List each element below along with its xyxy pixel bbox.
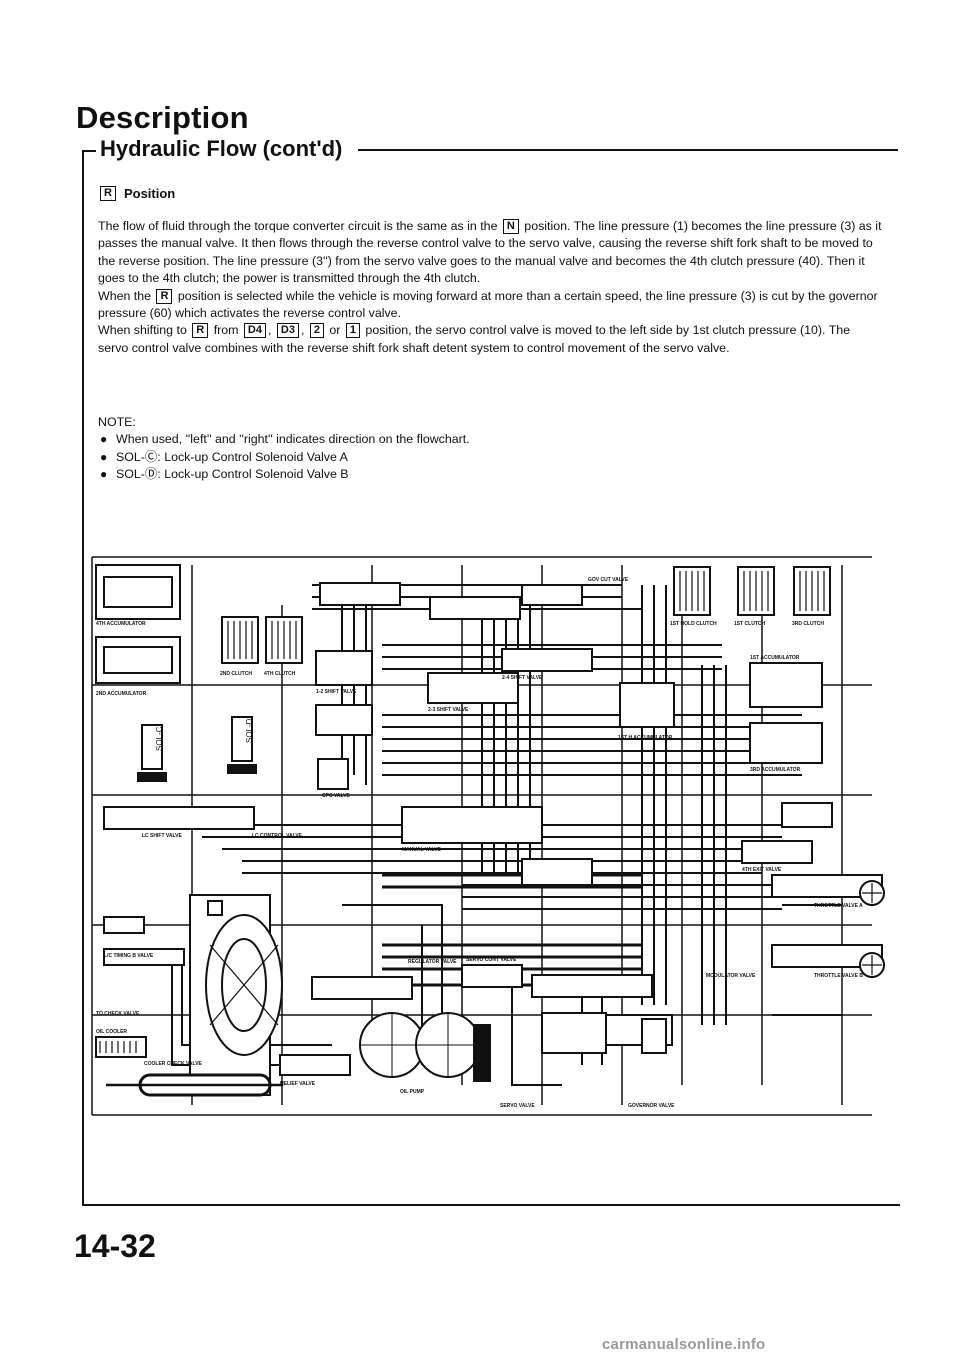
label-cooler-check-valve: COOLER CHECK VALVE xyxy=(144,1061,203,1067)
paragraph-1: The flow of fluid through the torque con… xyxy=(98,218,882,288)
solenoid-valves: SOL-C SOL-D xyxy=(137,716,257,782)
label-oil-pump: OIL PUMP xyxy=(400,1089,425,1095)
solenoid-d-label: SOL-D xyxy=(245,718,254,743)
label-regulator-valve: REGULATOR VALVE xyxy=(408,959,457,965)
text-run: The flow of fluid through the torque con… xyxy=(98,219,501,233)
note-item: When used, ''left'' and ''right'' indica… xyxy=(98,431,882,448)
oil-pump xyxy=(359,1012,481,1078)
section-subheading: Hydraulic Flow (cont'd) xyxy=(100,136,343,161)
shift-key-r-icon: R xyxy=(192,323,209,339)
section-rule-right xyxy=(358,149,898,151)
servo-and-governor xyxy=(473,880,885,1082)
watermark: carmanualsonline.info xyxy=(602,1336,766,1353)
text-run: or xyxy=(325,323,344,338)
label-modulator-valve: MODULATOR VALVE xyxy=(706,973,756,979)
section-rule-left xyxy=(82,150,96,152)
accumulators-clutches xyxy=(95,564,831,764)
label-governor-valve: GOVERNOR VALVE xyxy=(628,1103,675,1109)
text-run: from xyxy=(210,323,242,338)
shift-key-1-icon: 1 xyxy=(345,323,360,339)
page-bottom-rule xyxy=(82,1204,900,1206)
paragraph-3: When shifting to R from D4, D3, 2 or 1 p… xyxy=(98,322,882,357)
shift-key-r-icon: R xyxy=(156,288,173,304)
label-servo-valve: SERVO VALVE xyxy=(500,1103,535,1109)
page-heading: Description xyxy=(76,100,249,135)
label-4th-clutch: 4TH CLUTCH xyxy=(264,671,296,677)
label-3rd-accumulator: 3RD ACCUMULATOR xyxy=(750,767,801,773)
label-2-4-shift-valve: 2-4 SHIFT VALVE xyxy=(502,675,543,681)
label-1st-accumulator: 1ST ACCUMULATOR xyxy=(750,655,800,661)
label-lc-timing-valve: L/C TIMING B VALVE xyxy=(104,953,154,959)
label-4th-exit-valve: 4TH EXIT VALVE xyxy=(742,867,782,873)
description-body: The flow of fluid through the torque con… xyxy=(98,218,882,357)
label-1st-hold-clutch: 1ST HOLD CLUTCH xyxy=(670,621,717,627)
text-run: , xyxy=(300,323,308,338)
label-2-3-shift-valve: 2-3 SHIFT VALVE xyxy=(428,707,469,713)
label-oil-cooler: OIL COOLER xyxy=(96,1029,127,1035)
label-1st-h-accumulator: 1ST H ACCUMULATOR xyxy=(618,735,673,741)
torque-converter xyxy=(189,894,283,1096)
text-run: position. The line pressure (1) becomes … xyxy=(98,219,882,286)
label-manual-valve: MANUAL VALVE xyxy=(402,847,442,853)
position-title-label: Position xyxy=(123,186,176,201)
label-lc-shift-valve: LC SHIFT VALVE xyxy=(142,833,182,839)
solenoid-c-label: SOL-C xyxy=(155,726,164,751)
label-1st-clutch: 1ST CLUTCH xyxy=(734,621,766,627)
note-item: SOL-Ⓓ: Lock-up Control Solenoid Valve B xyxy=(98,466,882,483)
hydraulic-flow-diagram: SOL-C SOL-D 4TH ACCUMULATOR 2ND ACCUMULA… xyxy=(91,556,885,1116)
label-3rd-clutch: 3RD CLUTCH xyxy=(792,621,824,627)
note-label: NOTE: xyxy=(98,415,136,429)
page-number: 14-32 xyxy=(74,1228,156,1264)
note-item: SOL-Ⓒ: Lock-up Control Solenoid Valve A xyxy=(98,449,882,466)
text-run: position, the servo control valve is mov… xyxy=(98,323,851,355)
shift-key-r-icon: R xyxy=(100,186,116,201)
valve-bodies xyxy=(103,582,883,1076)
label-cpc-valve: CPC VALVE xyxy=(322,793,351,799)
position-title: R Position xyxy=(98,186,175,201)
shift-key-d3-icon: D3 xyxy=(276,323,299,339)
note-block: NOTE: When used, ''left'' and ''right'' … xyxy=(98,414,882,484)
label-tc-check-valve: TO CHECK VALVE xyxy=(96,1011,140,1017)
label-lc-control-valve: LC CONTROL VALVE xyxy=(252,833,303,839)
label-throttle-valve-a: THROTTLE VALVE A xyxy=(814,903,863,909)
label-throttle-valve-b: THROTTLE VALVE B xyxy=(814,973,863,979)
label-servo-cont-valve: SERVO CONT VALVE xyxy=(466,957,517,963)
paragraph-2: When the R position is selected while th… xyxy=(98,288,882,323)
valve-labels: 4TH ACCUMULATOR 2ND ACCUMULATOR 2ND CLUT… xyxy=(96,577,863,1109)
section-rule-vertical xyxy=(82,150,84,1205)
shift-key-n-icon: N xyxy=(502,219,519,234)
note-list: When used, ''left'' and ''right'' indica… xyxy=(98,431,882,483)
label-4th-accumulator: 4TH ACCUMULATOR xyxy=(96,621,146,627)
label-2nd-clutch: 2ND CLUTCH xyxy=(220,671,252,677)
text-run: position is selected while the vehicle i… xyxy=(98,288,878,321)
label-gov-cut-valve: GOV CUT VALVE xyxy=(588,577,629,583)
label-relief-valve: RELIEF VALVE xyxy=(280,1081,316,1087)
oil-cooler xyxy=(95,1036,284,1097)
shift-key-2-icon: 2 xyxy=(309,323,324,339)
text-run: When the xyxy=(98,288,155,303)
label-1-2-shift-valve: 1-2 SHIFT VALVE xyxy=(316,689,357,695)
shift-key-d4-icon: D4 xyxy=(243,323,266,339)
label-2nd-accumulator: 2ND ACCUMULATOR xyxy=(96,691,147,697)
text-run: When shifting to xyxy=(98,323,191,338)
text-run: , xyxy=(267,323,275,338)
